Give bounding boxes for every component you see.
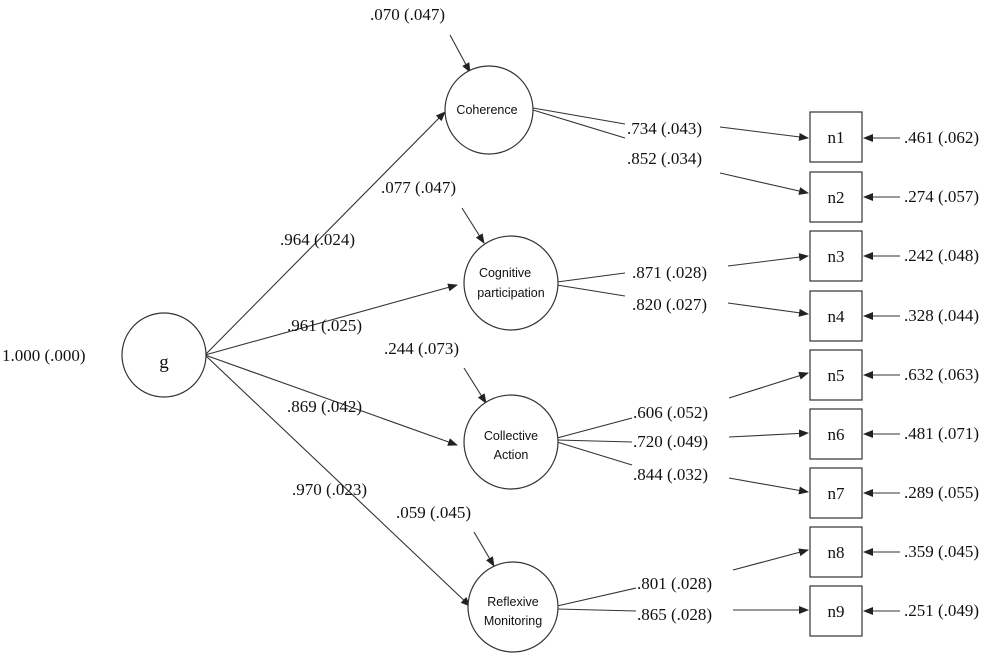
edge-g-cognitive [204, 283, 458, 356]
edge-ref-n9-a [556, 608, 637, 612]
indicator-n9 [809, 585, 863, 637]
indicator-n6 [809, 408, 863, 460]
residual-n7: .289 (.055) [904, 483, 979, 502]
edge-cog-n4-a [556, 284, 626, 297]
node-cognitive-label-2: participation [477, 286, 544, 300]
edge-g-coherence [204, 111, 446, 356]
node-collective-label-2: Action [494, 448, 529, 462]
loading-n5: .606 (.052) [633, 403, 708, 422]
node-cognitive [463, 235, 559, 331]
indicator-n5 [809, 349, 863, 401]
indicator-n8-label: n8 [828, 543, 845, 562]
edge-ref-n8-a [556, 587, 637, 607]
node-reflexive [467, 561, 559, 653]
g-variance-label: 1.000 (.000) [2, 346, 86, 365]
edge-col-n5-b [728, 371, 809, 399]
edge-coh-n2-b [719, 172, 809, 195]
indicator-n6-label: n6 [828, 425, 845, 444]
indicator-n9-label: n9 [828, 602, 845, 621]
edge-g-reflexive [204, 354, 471, 607]
edge-cog-n3-a [556, 272, 626, 283]
node-reflexive-label-2: Monitoring [484, 614, 542, 628]
edge-res-collective [463, 367, 487, 404]
indicator-n4-label: n4 [828, 307, 846, 326]
edge-col-n7-a [556, 441, 633, 466]
node-reflexive-label-1: Reflexive [487, 595, 538, 609]
loading-n4: .820 (.027) [632, 295, 707, 314]
edge-coh-n1-b [719, 126, 809, 141]
loading-n1: .734 (.043) [627, 119, 702, 138]
indicator-n2 [809, 171, 863, 223]
residual-n3: .242 (.048) [904, 246, 979, 265]
indicator-n1-label: n1 [828, 128, 845, 147]
edge-coh-n1-a [532, 107, 626, 125]
indicator-n3-label: n3 [828, 247, 845, 266]
edge-col-n6-b [728, 429, 809, 438]
residual-coherence: .070 (.047) [370, 5, 445, 24]
loading-n7: .844 (.032) [633, 465, 708, 484]
indicator-n4 [809, 290, 863, 342]
node-coherence-label: Coherence [456, 103, 517, 117]
edge-res-reflexive [473, 531, 495, 567]
residual-n5: .632 (.063) [904, 365, 979, 384]
loading-n9: .865 (.028) [637, 605, 712, 624]
edge-cog-n4-b [727, 302, 809, 317]
loading-n8: .801 (.028) [637, 574, 712, 593]
edge-coh-n2-a [532, 109, 626, 139]
residual-collective: .244 (.073) [384, 339, 459, 358]
node-collective [463, 394, 559, 490]
residual-n4: .328 (.044) [904, 306, 979, 325]
g-loading-collective: .869 (.042) [287, 397, 362, 416]
g-loading-coherence: .964 (.024) [280, 230, 355, 249]
residual-reflexive: .059 (.045) [396, 503, 471, 522]
indicator-n2-label: n2 [828, 188, 845, 207]
node-g-label: g [159, 352, 169, 373]
edge-ref-n8-b [732, 548, 809, 571]
node-cognitive-label-1: Cognitive [479, 266, 531, 280]
node-g [121, 312, 207, 398]
indicator-n3 [809, 230, 863, 282]
loading-n6: .720 (.049) [633, 432, 708, 451]
node-collective-label-1: Collective [484, 429, 538, 443]
residual-n1: .461 (.062) [904, 128, 979, 147]
edge-res-cognitive [461, 207, 485, 244]
indicator-n7 [809, 467, 863, 519]
residual-n8: .359 (.045) [904, 542, 979, 561]
edges [204, 34, 900, 615]
indicator-n1 [809, 111, 863, 163]
residual-n2: .274 (.057) [904, 187, 979, 206]
edge-labels: 1.000 (.000) .964 (.024) .961 (.025) .86… [2, 5, 979, 624]
edge-res-coherence [449, 34, 471, 73]
edge-col-n7-b [728, 477, 809, 495]
node-coherence [444, 65, 534, 155]
residual-cognitive: .077 (.047) [381, 178, 456, 197]
indicator-n8 [809, 526, 863, 578]
residual-n9: .251 (.049) [904, 601, 979, 620]
residual-n6: .481 (.071) [904, 424, 979, 443]
loading-n2: .852 (.034) [627, 149, 702, 168]
edge-col-n5-a [556, 417, 633, 439]
loading-n3: .871 (.028) [632, 263, 707, 282]
edge-g-collective [204, 354, 458, 446]
edge-col-n6-a [556, 439, 633, 443]
indicator-n7-label: n7 [828, 484, 846, 503]
edge-cog-n3-b [727, 253, 809, 267]
indicator-boxes: n1 n2 n3 n4 n5 n6 n7 n8 n9 [809, 111, 863, 637]
indicator-n5-label: n5 [828, 366, 845, 385]
g-loading-cognitive: .961 (.025) [287, 316, 362, 335]
g-loading-reflexive: .970 (.023) [292, 480, 367, 499]
